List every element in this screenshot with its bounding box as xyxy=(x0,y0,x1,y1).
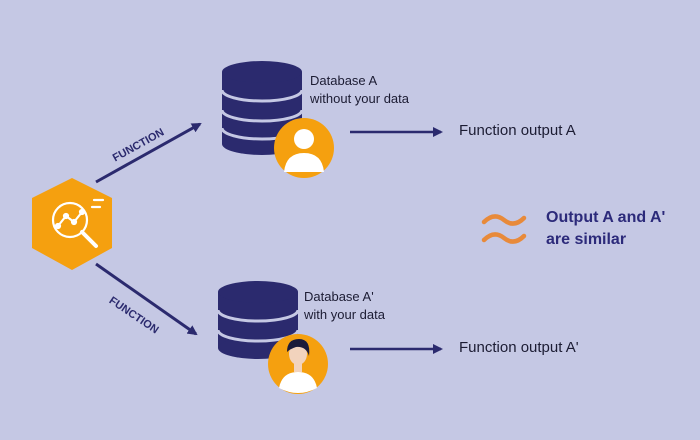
similarity-line-2: are similar xyxy=(546,231,627,248)
database-a-prime-subtitle: with your data xyxy=(304,307,385,322)
arrow-to-database-a-prime xyxy=(95,262,198,336)
function-label-bottom: FUNCTION xyxy=(107,295,161,337)
anonymous-user-icon xyxy=(274,118,334,178)
output-a-label: Function output A xyxy=(459,122,576,139)
database-a-icon xyxy=(220,61,304,155)
similarity-note: Output A and A' are similar xyxy=(546,207,665,251)
function-hexagon-icon xyxy=(32,178,112,270)
analytics-magnifier-icon xyxy=(51,198,105,248)
database-a-title: Database A xyxy=(310,73,378,88)
similarity-line-1: Output A and A' xyxy=(546,209,666,226)
arrow-to-database-a xyxy=(95,122,202,184)
person-avatar-icon xyxy=(268,334,328,394)
database-a-subtitle: without your data xyxy=(310,91,410,106)
approx-equal-icon xyxy=(481,214,527,244)
database-a-label: Database A without your data xyxy=(310,72,409,108)
output-a-prime-label: Function output A' xyxy=(459,339,579,356)
database-a-prime-label: Database A' with your data xyxy=(304,288,385,324)
database-a-prime-title: Database A' xyxy=(304,289,374,304)
